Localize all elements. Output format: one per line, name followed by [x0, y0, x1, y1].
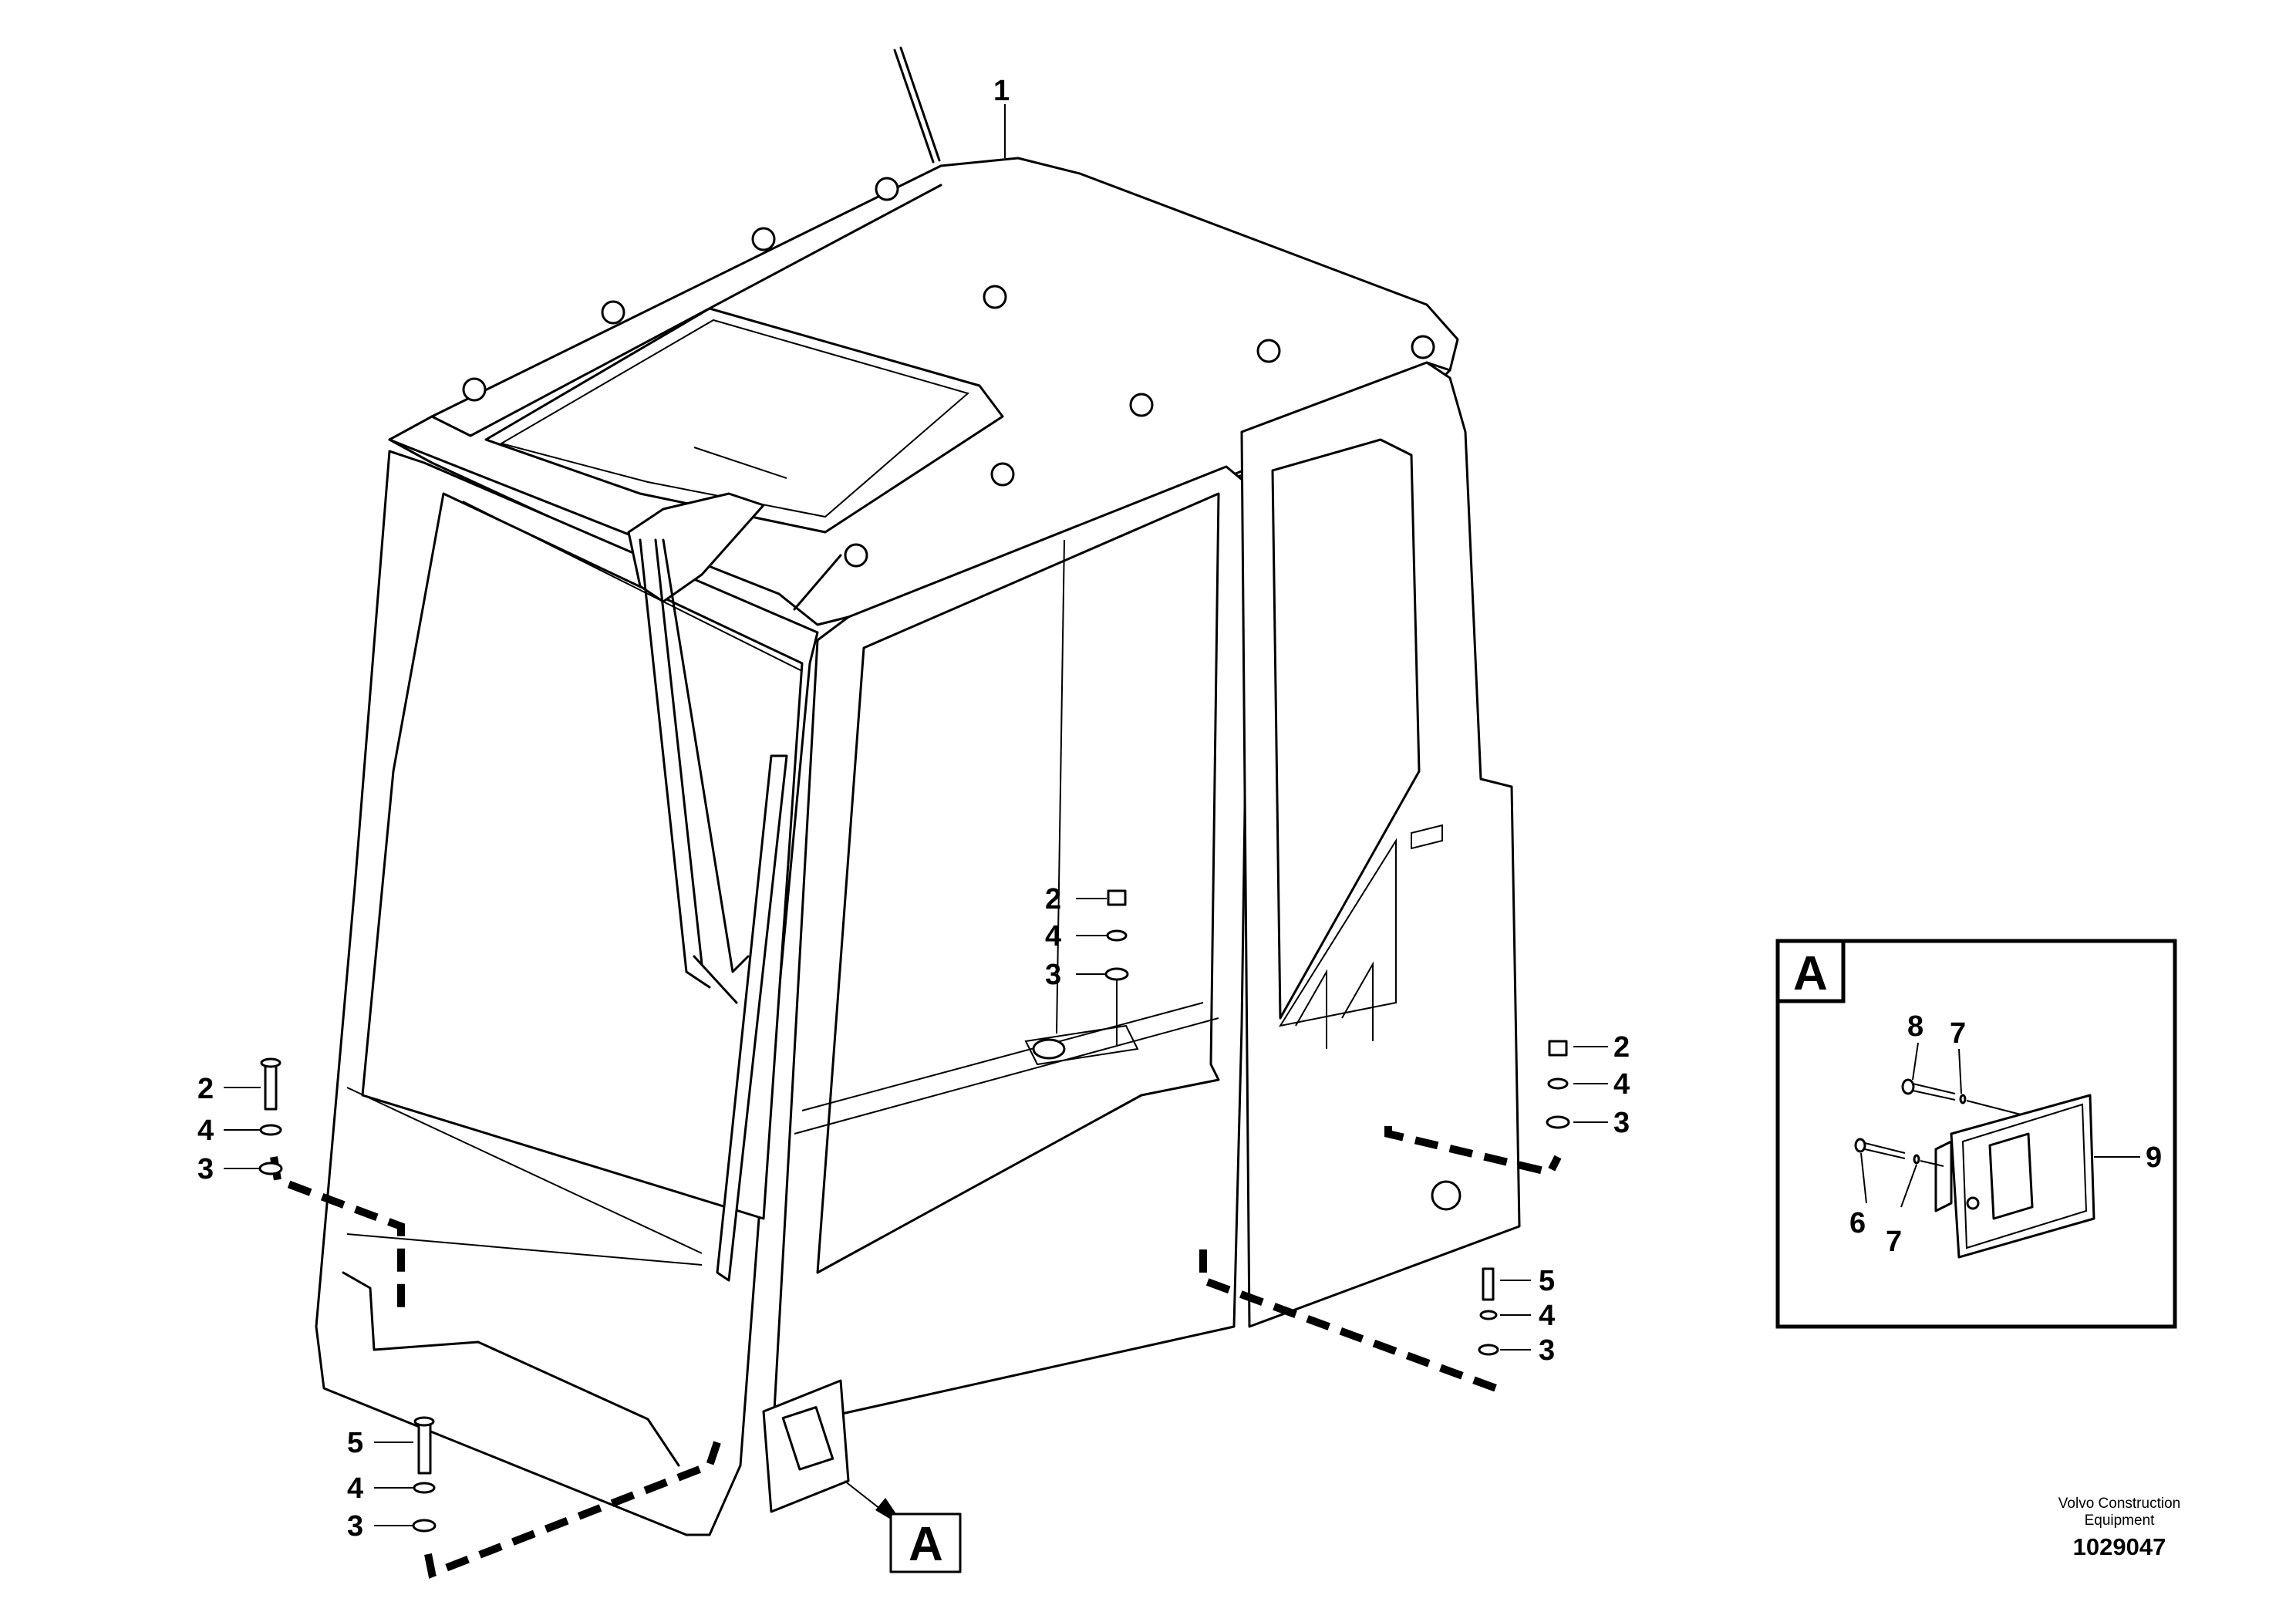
callout-spring-washer-right: 4 [1613, 1068, 1630, 1101]
detail-reference-label: A [909, 1518, 943, 1571]
callout-spring-washer-lower-right: 4 [1539, 1300, 1555, 1332]
rear-side-window [1271, 438, 1421, 1020]
drawing-number: 1029047 [2073, 1533, 2166, 1560]
callout-spring-washer-center: 4 [1045, 920, 1061, 953]
hardware-right [1546, 1040, 1570, 1129]
callout-washer-bottom: 3 [347, 1510, 363, 1543]
callout-screw-center: 2 [1045, 883, 1061, 916]
callout-washer-center: 3 [1045, 959, 1061, 991]
latch-handle-part [1934, 1094, 2095, 1259]
callout-cab: 1 [993, 75, 1010, 107]
callout-latch-handle: 9 [2146, 1141, 2162, 1174]
hardware-lower-right [1478, 1267, 1499, 1356]
callout-latch-bolt: 8 [1907, 1010, 1923, 1043]
hardware-bottom [412, 1416, 437, 1533]
door-latch [762, 1379, 850, 1513]
callout-latch-screw: 6 [1849, 1207, 1866, 1239]
door-window [816, 492, 1220, 1274]
callout-latch-washer-bottom: 7 [1886, 1226, 1902, 1258]
wiper-assembly [627, 492, 788, 1282]
callout-leaders [224, 104, 1608, 1526]
detail-view-label: A [1793, 947, 1828, 1000]
callout-washer-right: 3 [1613, 1107, 1630, 1139]
cab-illustration [315, 46, 1521, 1536]
callout-washer-lower-right: 3 [1539, 1334, 1555, 1367]
callout-latch-washer-top: 7 [1950, 1017, 1966, 1050]
callout-bolt-lower-right: 5 [1539, 1265, 1555, 1297]
callout-bolt-bottom: 5 [347, 1427, 363, 1459]
callout-screw-left: 2 [197, 1073, 214, 1105]
antenna [893, 46, 941, 164]
front-windshield [361, 492, 804, 1220]
callout-spring-washer-left: 4 [197, 1114, 214, 1147]
credit-line-1: Volvo Construction [2058, 1496, 2180, 1512]
roof-bolts [462, 177, 1435, 568]
detail-view-a: A 8 7 6 7 9 [1775, 939, 2177, 1329]
hardware-center [1104, 889, 1129, 1045]
credit-line-2: Equipment [2085, 1512, 2156, 1529]
callout-washer-left: 3 [197, 1153, 214, 1185]
callout-spring-washer-bottom: 4 [347, 1472, 363, 1505]
latch-screw-part [1854, 1138, 1944, 1167]
latch-bolt-part [1901, 1078, 2021, 1115]
roof-hatch [484, 307, 1004, 534]
detail-reference: A [844, 1480, 962, 1573]
callout-screw-right: 2 [1613, 1031, 1630, 1064]
hardware-left [258, 1057, 283, 1175]
